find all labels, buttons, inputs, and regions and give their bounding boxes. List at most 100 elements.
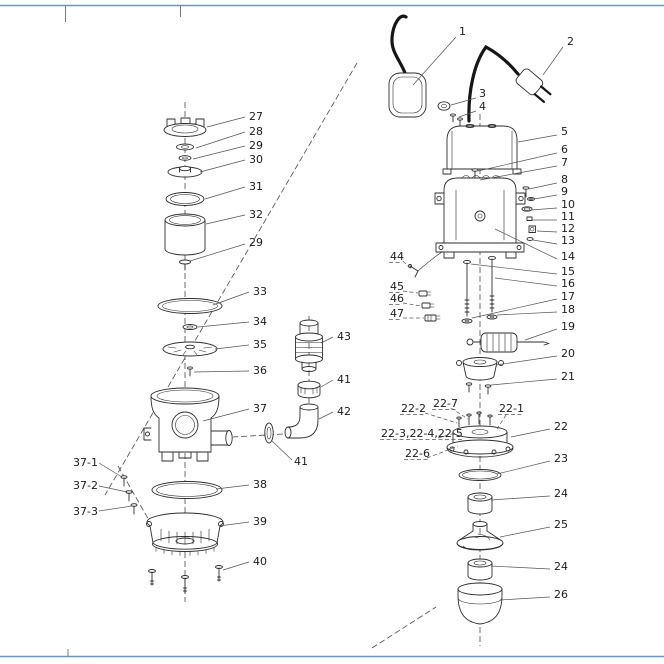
leader-line-6 [477,152,558,172]
part-label-34: 34 [253,315,267,328]
leader-line-22-6 [426,445,459,459]
part-22-seal-housing [446,411,514,458]
part-label-22-3,22-4,22-5: 22-3,22-4,22-5 [381,427,463,440]
part-label-27: 27 [249,110,263,123]
leader-line-5 [517,134,558,143]
part-label-18: 18 [561,303,575,316]
part-44-wire-clip [408,251,443,278]
part-label-2: 2 [567,35,574,48]
leader-line-28 [195,131,246,149]
float-cable [390,14,408,75]
leader-line-17 [471,298,558,319]
part-18-washer [486,314,498,320]
part-label-14: 14 [561,250,575,263]
part-43-hose-adapter [295,319,323,372]
part-label-30: 30 [249,153,263,166]
part-label-11: 11 [561,210,575,223]
part-label-29: 29 [249,236,263,249]
leader-line-29 [189,243,246,262]
part-15-bolt [463,259,471,317]
part-label-37-1: 37-1 [73,456,98,469]
part-label-37-3: 37-3 [73,505,98,518]
leader-line-2 [542,46,564,76]
part-label-13: 13 [561,234,575,247]
part-19-rotor [466,332,550,353]
part-label-33: 33 [253,285,267,298]
part-21-screws [465,382,492,395]
part-6-screw [471,168,479,179]
leader-line-8 [528,182,558,190]
part-label-24: 24 [554,560,568,573]
part-label-23: 23 [554,452,568,465]
construction-line-bottom [371,606,437,649]
part-label-22: 22 [554,420,568,433]
leader-line-10 [530,207,558,211]
leader-line-46 [402,302,422,307]
part-37-3-screw [130,503,138,515]
part-label-38: 38 [253,478,267,491]
leader-line-32 [205,214,246,225]
part-label-22-6: 22-6 [405,447,430,460]
leader-line-29 [192,145,246,160]
part-40-screws [148,565,223,594]
part-label-6: 6 [561,143,568,156]
part-label-29: 29 [249,139,263,152]
leader-line-26 [499,596,551,601]
part-label-3: 3 [479,87,486,100]
leader-line-31 [204,186,246,200]
part-label-47: 47 [390,307,404,320]
part-16-bolt [488,255,496,313]
leader-line-12 [536,230,558,233]
leader-line-41 [320,379,334,388]
leader-line-24 [490,495,551,501]
part-label-35: 35 [253,338,267,351]
part-37-1-screw [120,475,128,487]
part-41-flange-nut [264,422,274,444]
part-9-washer [527,197,535,201]
leader-line-18 [496,311,558,316]
part-label-45: 45 [390,280,404,293]
part-24-mechanical-seal-lower [467,558,493,581]
part-label-39: 39 [253,515,267,528]
part-label-40: 40 [253,555,267,568]
leader-line-34 [197,321,250,328]
part-label-19: 19 [561,320,575,333]
part-label-44: 44 [390,250,404,263]
part-37-pump-housing [143,387,233,462]
part-label-15: 15 [561,265,575,278]
leader-line-21 [490,378,558,386]
leader-line-37-3 [98,505,133,512]
leader-line-23 [496,460,551,475]
leader-line-4 [458,110,477,118]
part-label-43: 43 [337,330,351,343]
part-17-washer [461,318,473,324]
part-label-12: 12 [561,222,575,235]
construction-line-elbow [232,433,284,438]
leader-line-37-1 [98,462,123,478]
leader-line-22 [510,428,551,438]
leader-line-1 [412,36,457,86]
part-24-mechanical-seal-upper [467,492,493,515]
part-26-pump-base-cup [457,582,503,625]
part-28-washer [176,143,194,151]
leader-line-35 [214,344,250,350]
part-31-o-ring [165,192,205,206]
part-29-washer-upper [178,155,192,161]
part-label-10: 10 [561,198,575,211]
part-33-diaphragm-plate [157,298,223,314]
leader-line-24 [490,565,551,570]
part-13-washer [526,237,534,241]
leader-line-42 [318,411,334,420]
part-label-36: 36 [253,364,267,377]
part-label-41: 41 [294,455,308,468]
part-label-31: 31 [249,180,263,193]
leader-line-15 [470,263,558,275]
part-label-5: 5 [561,125,568,138]
leader-line-43 [320,336,334,344]
part-label-22-7: 22-7 [433,397,458,410]
leader-line-30 [199,159,246,173]
part-12-square-nut [528,225,536,233]
part-1-float-switch [388,72,427,118]
part-25-impeller [456,521,504,551]
